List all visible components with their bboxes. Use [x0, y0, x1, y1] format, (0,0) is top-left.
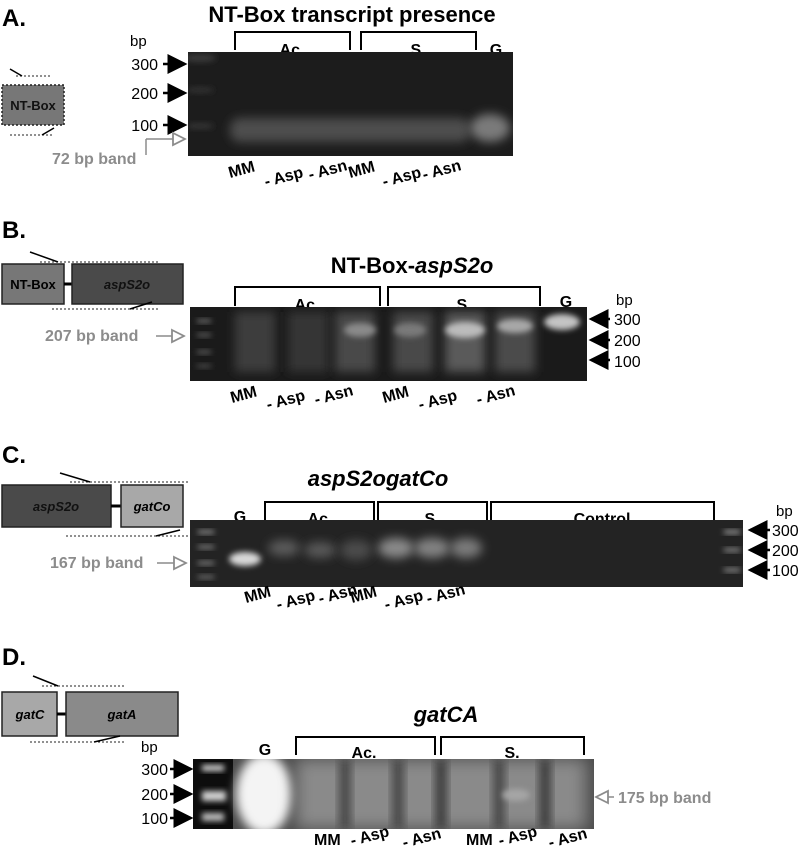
gel-a	[188, 52, 513, 156]
band-size-label: 207 bp band	[45, 328, 138, 345]
lane-label: - Asp	[417, 387, 460, 414]
bracket-ac	[295, 736, 436, 755]
lane-label: MM	[229, 384, 259, 407]
gene-box-gata: gatA	[107, 707, 137, 722]
bracket-s	[440, 736, 585, 755]
marker-label-100: 100	[772, 563, 799, 580]
panel-b-letter: B.	[2, 217, 26, 244]
lane-label: MM	[349, 584, 379, 607]
panel-c-schematic: aspS2o gatCo	[1, 472, 190, 537]
panel-a-bp-unit: bp	[130, 33, 147, 50]
marker-label-200: 200	[141, 787, 168, 804]
marker-label-100: 100	[131, 118, 158, 135]
lane-label: MM	[347, 159, 377, 182]
gene-box-asps2o: aspS2o	[33, 499, 79, 514]
lane-label: MM	[314, 832, 341, 849]
lane-label: - Asn	[313, 382, 355, 409]
lane-label: - Asn	[547, 825, 589, 852]
marker-label-300: 300	[141, 762, 168, 779]
panel-b-schematic: NT-Box aspS2o	[1, 251, 184, 310]
gel-d	[193, 759, 594, 829]
marker-label-200: 200	[772, 543, 799, 560]
marker-label-300: 300	[131, 57, 158, 74]
marker-label-200: 200	[614, 333, 641, 350]
lane-label: - Asp	[275, 587, 318, 614]
lane-label: - Asp	[263, 164, 306, 191]
lane-label: MM	[466, 832, 493, 849]
panel-c-letter: C.	[2, 442, 26, 469]
bracket-ac	[264, 501, 375, 520]
panel-d-bp-unit: bp	[141, 739, 158, 756]
panel-c-bp-unit: bp	[776, 503, 793, 520]
gene-box-gatc: gatC	[15, 707, 46, 722]
panel-b-title: NT-Box-aspS2o	[331, 253, 494, 278]
panel-a-schematic: NT-Box	[1, 68, 65, 136]
bracket-control	[490, 501, 715, 520]
panel-d-title: gatCA	[413, 702, 479, 727]
gene-box-gatco: gatCo	[133, 499, 171, 514]
band-size-label: 175 bp band	[618, 790, 711, 807]
marker-label-300: 300	[614, 312, 641, 329]
panel-d-schematic: gatC gatA	[1, 675, 179, 743]
lane-label: MM	[243, 584, 273, 607]
genomic-lane-label: G	[560, 294, 572, 311]
lane-labels-a: MM - Asp - Asn MM - Asp - Asn	[227, 157, 463, 191]
lane-label: - Asn	[307, 157, 349, 184]
bracket-s	[387, 286, 541, 306]
marker-label-200: 200	[131, 86, 158, 103]
panel-d-letter: D.	[2, 644, 26, 671]
lane-label: - Asp	[381, 164, 424, 191]
group-label-ac: Ac.	[352, 745, 377, 762]
gel-b	[190, 307, 587, 381]
lane-labels-b: MM - Asp - Asn MM - Asp - Asn	[229, 382, 517, 414]
marker-label-100: 100	[141, 811, 168, 828]
panel-c: C. aspS2o gatCo aspS2ogatCo G Ac. S. Con…	[1, 442, 799, 614]
bracket-ac	[234, 286, 381, 306]
panel-a-letter: A.	[2, 5, 26, 32]
lane-label: MM	[227, 159, 257, 182]
lane-label: - Asn	[401, 825, 443, 852]
lane-label: - Asp	[265, 387, 308, 414]
gene-box-nt-box: NT-Box	[10, 277, 56, 292]
lane-label: - Asn	[421, 157, 463, 184]
bracket-ac	[234, 31, 351, 50]
genomic-lane-label: G	[259, 742, 271, 759]
panel-b: B. NT-Box aspS2o NT-Box-aspS2o Ac. S. G	[1, 217, 641, 414]
panel-a: A. NT-Box transcript presence NT-Box bp …	[1, 2, 513, 191]
panel-b-bp-unit: bp	[616, 292, 633, 309]
bracket-s	[360, 31, 477, 50]
panel-a-title: NT-Box transcript presence	[208, 2, 495, 27]
band-size-label: 72 bp band	[52, 151, 136, 168]
panel-c-title: aspS2ogatCo	[308, 466, 449, 491]
panel-d: D. gatC gatA gatCA G Ac. S. bp 300 200 1…	[1, 644, 711, 852]
band-size-label: 167 bp band	[50, 555, 143, 572]
bracket-s	[377, 501, 488, 520]
gene-box-asps2o: aspS2o	[104, 277, 150, 292]
lane-label: MM	[381, 384, 411, 407]
gene-box-nt-box: NT-Box	[10, 98, 56, 113]
gel-c	[190, 520, 743, 587]
lane-label: - Asn	[475, 382, 517, 409]
marker-label-100: 100	[614, 354, 641, 371]
lane-label: - Asp	[383, 587, 426, 614]
marker-label-300: 300	[772, 523, 799, 540]
group-label-s: S.	[504, 745, 519, 762]
